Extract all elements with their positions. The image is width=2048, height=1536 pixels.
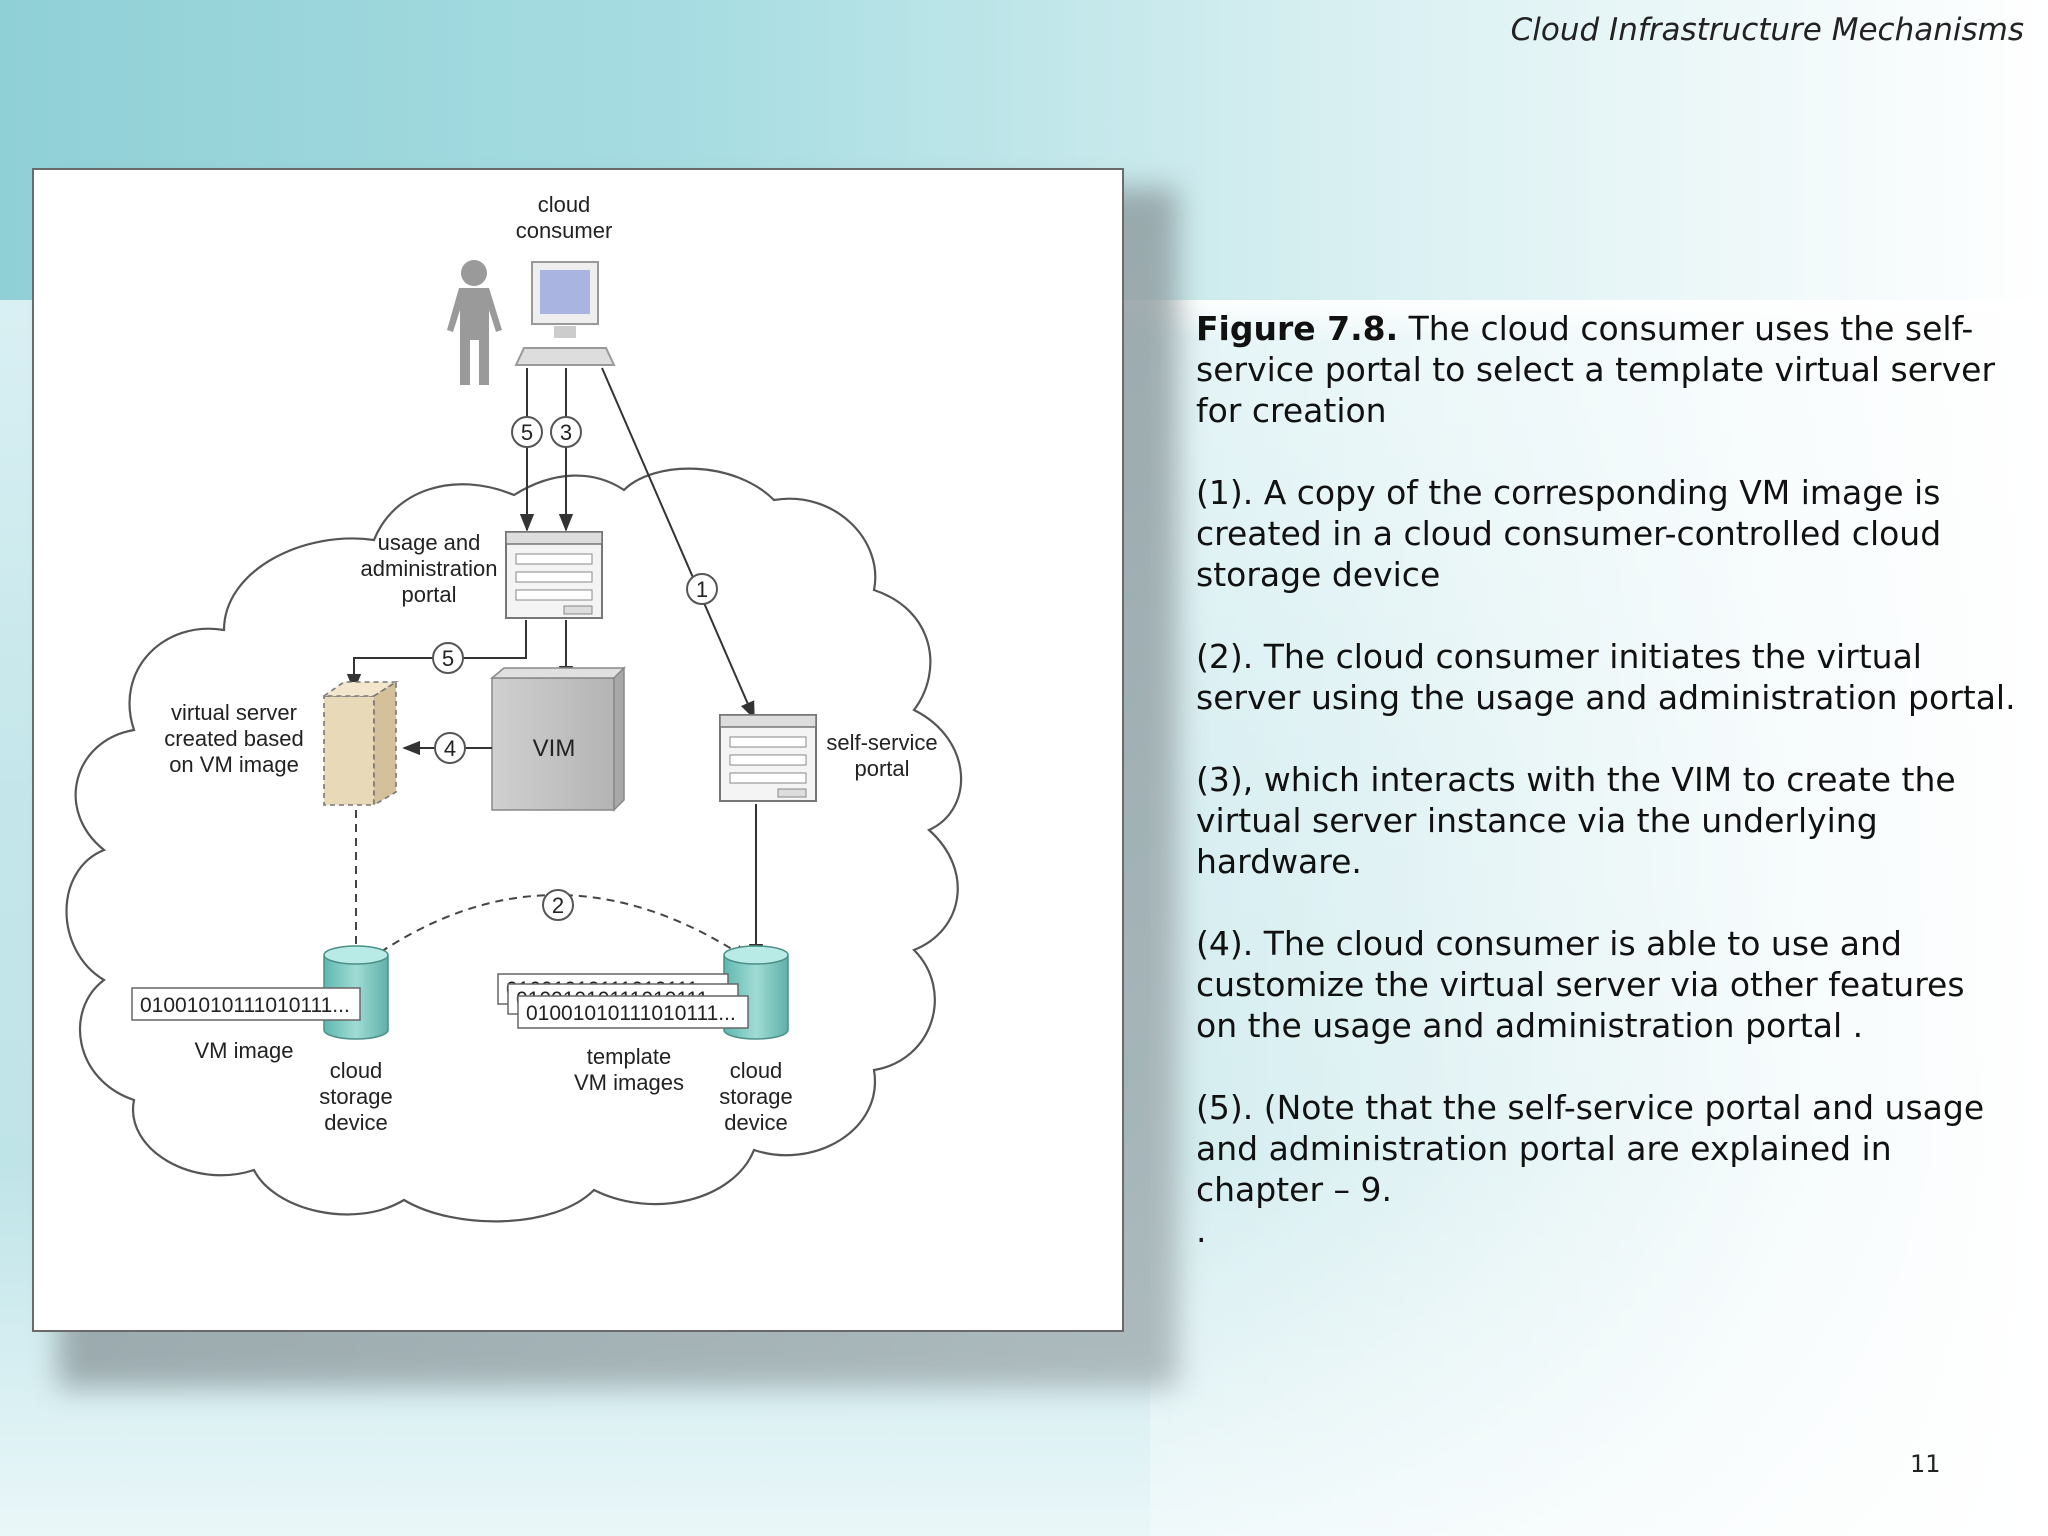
label-vim: VIM: [533, 735, 576, 762]
paragraph-step2: (2). The cloud consumer initiates the vi…: [1196, 637, 2016, 717]
cloud-outline: [65, 467, 962, 1223]
caption-bold: Figure 7.8.: [1196, 309, 1399, 348]
label-storage-left-1: cloud: [330, 1058, 383, 1083]
page-number: 11: [1910, 1450, 1941, 1478]
label-storage-right-2: storage: [719, 1084, 792, 1109]
slide-header-title: Cloud Infrastructure Mechanisms: [1510, 12, 2024, 48]
step-circle-1: 1: [686, 573, 718, 605]
figure-caption: Figure 7.8. The cloud consumer uses the …: [1196, 308, 2016, 431]
person-icon: [447, 260, 502, 385]
label-cloud-consumer-1: cloud: [538, 192, 591, 217]
label-vm-image: VM image: [194, 1038, 293, 1063]
label-usage-portal-3: portal: [401, 582, 456, 607]
label-usage-portal-2: administration: [361, 556, 498, 581]
usage-admin-portal-window: [505, 531, 603, 619]
white-stripe: [1100, 300, 2048, 340]
label-virtual-server-1: virtual server: [171, 700, 297, 725]
virtual-server-icon: [321, 680, 399, 807]
label-usage-portal-1: usage and: [378, 530, 481, 555]
label-storage-right-3: device: [724, 1110, 788, 1135]
arrow-step1: [601, 367, 755, 720]
label-self-service-1: self-service: [826, 730, 937, 755]
binary-text-left: 01001010111010111...: [140, 994, 350, 1017]
step-circle-5b: 5: [432, 642, 464, 674]
label-cloud-consumer-2: consumer: [516, 218, 613, 243]
description-text: Figure 7.8. The cloud consumer uses the …: [1196, 308, 2016, 1292]
template-image-stack: 01001010111010111... 01001010111010111..…: [497, 973, 749, 1029]
self-service-portal-window: [719, 714, 817, 802]
caption-rest: The cloud consumer uses the self-service…: [1196, 309, 1996, 430]
svg-text:2: 2: [552, 893, 564, 918]
svg-text:1: 1: [696, 577, 708, 602]
figure-panel: cloud consumer 5 3 1 usage and adm: [32, 168, 1124, 1332]
label-storage-right-1: cloud: [730, 1058, 783, 1083]
step-circle-4: 4: [434, 732, 466, 764]
label-self-service-2: portal: [854, 756, 909, 781]
label-template-2: VM images: [574, 1070, 684, 1095]
cloud-diagram: cloud consumer 5 3 1 usage and adm: [65, 192, 962, 1223]
step-circle-5a: 5: [511, 416, 543, 448]
svg-text:5: 5: [442, 646, 454, 671]
svg-text:3: 3: [560, 420, 572, 445]
label-virtual-server-3: on VM image: [169, 752, 299, 777]
paragraph-step5: (5). (Note that the self-service portal …: [1196, 1088, 1985, 1209]
svg-text:5: 5: [521, 420, 533, 445]
paragraph-step3: (3), which interacts with the VIM to cre…: [1196, 760, 1956, 881]
svg-text:01001010111010111...: 01001010111010111...: [526, 1002, 736, 1025]
label-storage-left-2: storage: [319, 1084, 392, 1109]
label-storage-left-3: device: [324, 1110, 388, 1135]
paragraph-step4: (4). The cloud consumer is able to use a…: [1196, 924, 1965, 1045]
paragraph-dot: .: [1196, 1211, 1207, 1250]
vim-box: [489, 666, 626, 812]
label-template-1: template: [587, 1044, 671, 1069]
svg-text:4: 4: [444, 736, 456, 761]
right-fade: [1150, 300, 2048, 1536]
computer-icon: [514, 261, 616, 366]
step-circle-3: 3: [550, 416, 582, 448]
label-virtual-server-2: created based: [164, 726, 303, 751]
binary-box-left: [131, 987, 361, 1021]
paragraph-step1: (1). A copy of the corresponding VM imag…: [1196, 473, 1942, 594]
step-circle-2: 2: [542, 889, 574, 921]
